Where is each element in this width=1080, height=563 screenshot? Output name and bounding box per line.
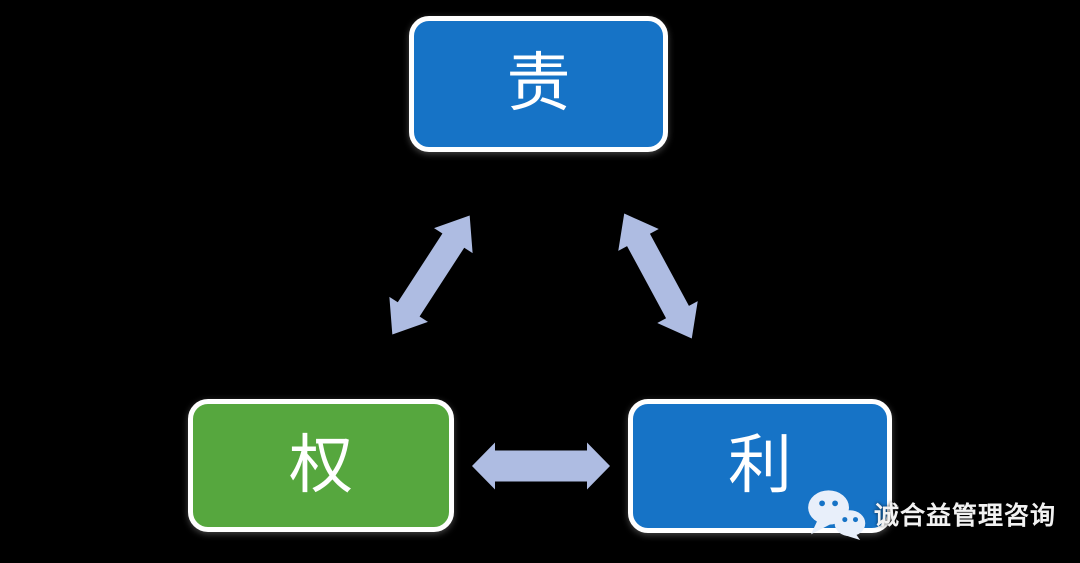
double-arrow-horizontal [472, 442, 610, 490]
watermark: 诚合益管理咨询 [804, 488, 1056, 540]
node-authority: 权 [188, 399, 454, 532]
wechat-icon [804, 488, 868, 540]
node-benefit-label: 利 [728, 429, 792, 503]
double-arrow-top-right [618, 213, 698, 339]
watermark-text: 诚合益管理咨询 [874, 501, 1057, 530]
double-arrow-top-left [389, 215, 473, 335]
node-responsibility: 责 [409, 16, 668, 152]
node-responsibility-label: 责 [506, 47, 571, 121]
node-authority-label: 权 [289, 428, 353, 503]
